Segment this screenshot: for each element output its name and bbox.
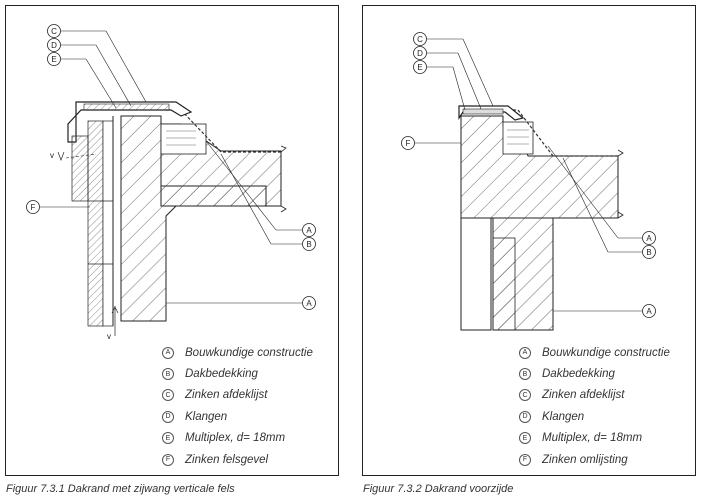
svg-text:E: E (417, 63, 422, 72)
callout-a-bottom: A (642, 304, 656, 318)
facade-seam (71, 135, 89, 202)
insulation (502, 121, 534, 155)
callout-c: C (47, 24, 61, 38)
svg-text:A: A (306, 299, 312, 308)
callout-d: D (47, 38, 61, 52)
callout-e: E (413, 60, 427, 74)
svg-text:C: C (417, 35, 423, 44)
svg-text:A: A (646, 307, 652, 316)
svg-text:E: E (51, 55, 56, 64)
callout-c: C (413, 32, 427, 46)
figure-caption-right: Figuur 7.3.2 Dakrand voorzijde (363, 483, 514, 495)
lower-wall-cavity (492, 237, 516, 331)
svg-text:B: B (646, 248, 651, 257)
callout-f: F (26, 200, 40, 214)
roof-slab (460, 115, 619, 219)
detail-drawing-right: C D E F A B A (401, 32, 656, 331)
callout-e: E (47, 52, 61, 66)
figure-panel-left: v v C D E F (5, 5, 339, 476)
detail-drawing-left: v v C D E F (26, 24, 316, 341)
multiplex-board (462, 108, 504, 115)
section-mark-bottom: v (107, 332, 111, 341)
callout-b: B (642, 245, 656, 259)
callout-f: F (401, 136, 415, 150)
svg-text:C: C (51, 27, 57, 36)
svg-text:A: A (306, 226, 312, 235)
figure-caption-left: Figuur 7.3.1 Dakrand met zijwang vertica… (6, 483, 235, 495)
section-mark-top: v (50, 151, 54, 160)
cladding-inner (102, 120, 114, 327)
callout-d: D (413, 46, 427, 60)
svg-text:B: B (306, 240, 311, 249)
multiplex-board (83, 103, 170, 111)
svg-text:D: D (417, 49, 423, 58)
svg-text:F: F (406, 139, 411, 148)
svg-text:F: F (31, 203, 36, 212)
callout-a-bottom: A (302, 296, 316, 310)
callout-b: B (302, 237, 316, 251)
svg-text:A: A (646, 234, 652, 243)
svg-text:D: D (51, 41, 57, 50)
callout-a-top: A (642, 231, 656, 245)
lower-wall-outer (460, 217, 492, 331)
callout-a-top: A (302, 223, 316, 237)
cladding-batten (87, 120, 104, 327)
